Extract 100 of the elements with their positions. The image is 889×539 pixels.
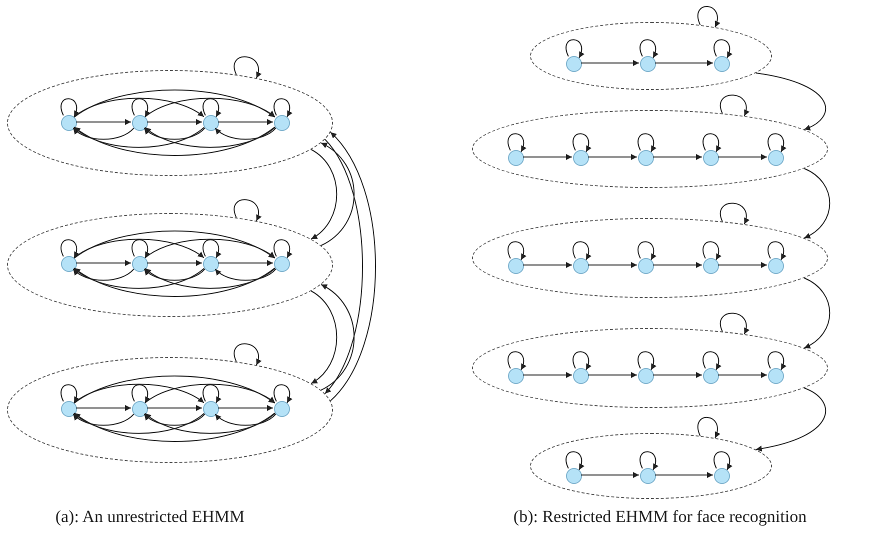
super-state-ellipse xyxy=(472,328,828,408)
state-circle xyxy=(638,368,654,384)
super-state-ellipse xyxy=(472,218,828,298)
state-circle xyxy=(132,115,148,131)
arrow xyxy=(654,472,714,478)
self-loop-arrow xyxy=(697,416,720,438)
self-loop-arrow xyxy=(572,351,592,370)
arrow xyxy=(74,238,204,258)
state-circle xyxy=(508,150,524,166)
self-loop-arrow xyxy=(640,39,658,58)
super-state-ellipse xyxy=(472,110,828,188)
state-circle xyxy=(638,150,654,166)
self-loop-arrow xyxy=(572,241,592,260)
arrow xyxy=(72,414,134,426)
arrow xyxy=(218,119,274,125)
self-loop-arrow xyxy=(638,241,656,260)
arrow xyxy=(320,142,355,246)
arrow xyxy=(218,260,274,266)
state-circle xyxy=(768,368,784,384)
self-loop-arrow xyxy=(274,384,292,404)
self-loop-arrow xyxy=(638,133,656,152)
super-state-ellipse xyxy=(7,357,333,463)
state-circle xyxy=(573,258,589,274)
self-loop-arrow xyxy=(702,133,722,152)
self-loop-arrow xyxy=(274,239,292,258)
state-circle xyxy=(132,401,148,417)
state-circle xyxy=(274,256,290,272)
self-loop-arrow xyxy=(702,241,722,260)
arrow xyxy=(310,290,338,384)
arrow xyxy=(73,126,205,148)
arrow xyxy=(654,60,714,66)
self-loop-arrow xyxy=(202,239,222,258)
super-state-ellipse xyxy=(530,22,772,90)
arrow xyxy=(588,262,638,268)
arrow xyxy=(74,268,276,297)
arrow xyxy=(214,128,276,140)
self-loop-arrow xyxy=(566,39,584,58)
self-loop-arrow xyxy=(202,384,222,404)
self-loop-arrow xyxy=(572,133,592,152)
self-loop-arrow xyxy=(714,39,732,58)
self-loop-arrow xyxy=(702,351,722,370)
super-state-ellipse xyxy=(7,70,333,176)
self-loop-arrow xyxy=(714,451,732,470)
self-loop-arrow xyxy=(234,199,262,222)
arrow xyxy=(146,260,202,266)
arrow xyxy=(324,138,363,394)
arrow xyxy=(755,72,826,130)
arrow xyxy=(144,98,276,118)
state-circle xyxy=(203,401,219,417)
arrow xyxy=(144,268,276,289)
self-loop-arrow xyxy=(60,98,80,118)
self-loop-arrow xyxy=(640,451,658,470)
self-loop-arrow xyxy=(768,241,786,260)
self-loop-arrow xyxy=(234,56,262,79)
arrow xyxy=(72,128,134,140)
panel-caption: (b): Restricted EHMM for face recognition xyxy=(513,507,807,527)
arrow xyxy=(144,126,276,148)
state-circle xyxy=(768,150,784,166)
panel-caption: (a): An unrestricted EHMM xyxy=(55,507,245,527)
arrow xyxy=(218,405,274,411)
arrow xyxy=(74,376,276,404)
state-circle xyxy=(703,150,719,166)
arrow xyxy=(652,262,702,268)
arrow xyxy=(718,372,768,378)
state-circle xyxy=(714,468,730,484)
arrow xyxy=(76,405,132,411)
arrow xyxy=(588,154,638,160)
state-circle xyxy=(132,256,148,272)
state-circle xyxy=(203,115,219,131)
arrow xyxy=(73,268,205,289)
super-state-ellipse xyxy=(530,433,772,499)
arrow xyxy=(652,154,702,160)
arrow xyxy=(522,372,572,378)
arrow xyxy=(522,154,572,160)
state-circle xyxy=(61,115,77,131)
state-circle xyxy=(508,368,524,384)
state-circle xyxy=(703,258,719,274)
self-loop-arrow xyxy=(720,202,749,225)
state-circle xyxy=(640,468,656,484)
arrow xyxy=(804,168,830,238)
arrow xyxy=(320,284,355,391)
state-circle xyxy=(638,258,654,274)
arrow xyxy=(74,230,276,259)
self-loop-arrow xyxy=(274,98,292,118)
state-circle xyxy=(768,258,784,274)
arrow xyxy=(76,119,132,125)
arrow xyxy=(718,154,768,160)
arrow xyxy=(144,414,206,426)
arrow xyxy=(144,384,276,404)
arrow xyxy=(214,414,276,426)
arrow xyxy=(652,372,702,378)
arrow xyxy=(146,119,202,125)
self-loop-arrow xyxy=(60,239,80,258)
arrow xyxy=(73,412,205,434)
self-loop-arrow xyxy=(132,384,150,404)
arrow xyxy=(144,128,206,140)
arrow xyxy=(310,149,338,240)
arrow xyxy=(74,90,276,118)
arrow xyxy=(718,262,768,268)
arrow xyxy=(330,132,376,402)
